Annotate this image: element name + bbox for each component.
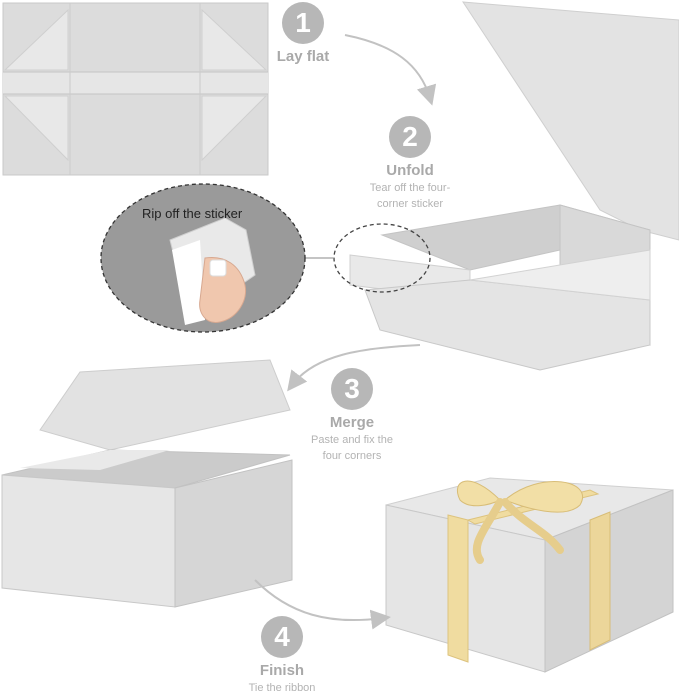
step-2-desc-line1: Tear off the four- [369,182,451,194]
step-3-desc-line1: Paste and fix the [311,434,393,446]
zoom-callout [100,183,431,333]
step-4-number-badge: 4 [261,616,303,658]
step-3-number-badge: 3 [331,368,373,410]
step-1-label: 1 Lay flat [262,2,344,65]
step-3-title: Merge [329,414,375,431]
step-2-label: 2 Unfold Tear off the four- corner stick… [352,116,468,211]
step-4-title: Finish [259,662,305,679]
arrow-step1-to-step2 [344,34,437,106]
finished-box-image [385,477,674,673]
step-3-label: 3 Merge Paste and fix the four corners [296,368,408,463]
step-4-label: 4 Finish Tie the ribbon [236,616,328,695]
step-2-number-badge: 2 [389,116,431,158]
step-2-desc-line2: corner sticker [376,198,444,210]
arrow-step2-to-step3 [287,344,421,392]
zoom-callout-text: Rip off the sticker [142,206,243,221]
step-1-number-badge: 1 [282,2,324,44]
merged-box-image [1,359,293,608]
step-2-title: Unfold [386,162,434,179]
step-4-desc: Tie the ribbon [248,682,316,694]
step-3-desc-line2: four corners [322,450,382,462]
unfolded-box-image [349,1,679,371]
flat-box-image [2,2,269,176]
step-1-title: Lay flat [276,48,330,65]
arrow-step3-to-step4 [254,579,391,630]
